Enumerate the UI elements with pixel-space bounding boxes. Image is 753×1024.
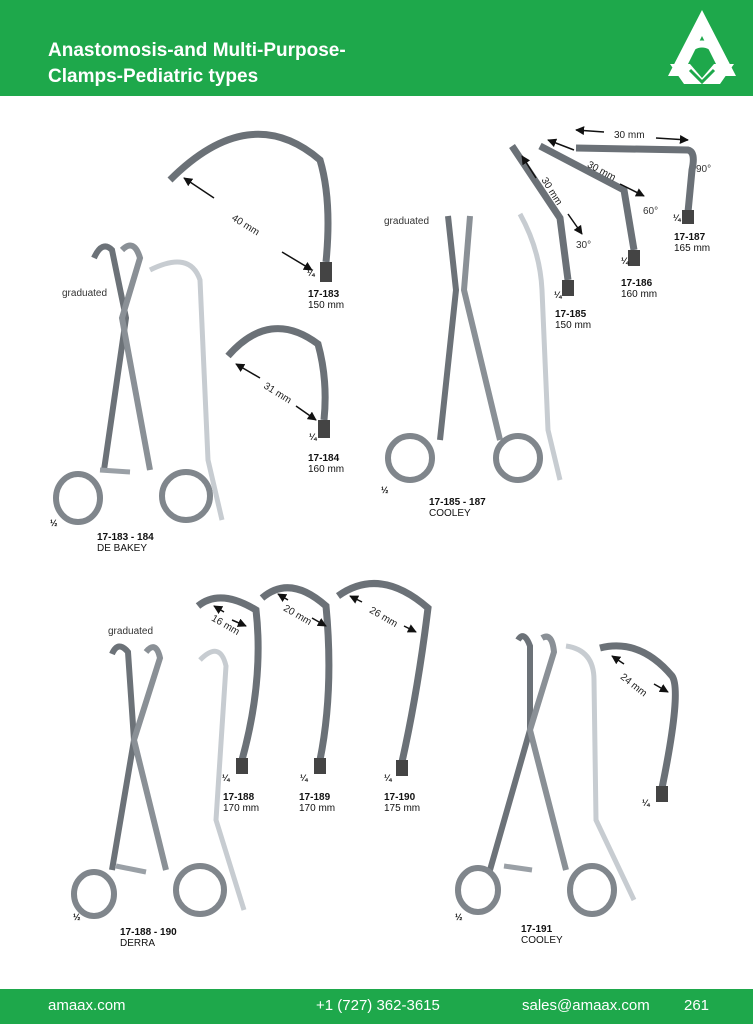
tip-17-186: ¼ (621, 256, 629, 266)
derra-scale: ½ (73, 912, 81, 922)
tip-17-183: ¼ (307, 268, 315, 278)
code-17-190: 17-190 (384, 792, 416, 803)
tip-17-188: ¼ (222, 773, 230, 783)
length-17-185: 150 mm (555, 320, 592, 331)
amaax-logo-icon (668, 10, 736, 85)
title-line-2: Clamps-Pediatric types (48, 66, 259, 87)
cooley-name: COOLEY (429, 508, 471, 519)
length-17-187: 165 mm (674, 243, 711, 254)
footer-phone[interactable]: +1 (727) 362-3615 (316, 997, 440, 1014)
cooley-17-191-side-view (565, 643, 637, 902)
code-17-185: 17-185 (555, 309, 587, 320)
length-17-183: 150 mm (308, 300, 345, 311)
jaw-17-183-drawing (167, 130, 332, 282)
debakey-code: 17-183 - 184 (97, 532, 154, 543)
length-17-186: 160 mm (621, 289, 658, 300)
cooley-code: 17-185 - 187 (429, 497, 486, 508)
length-17-188: 170 mm (223, 803, 260, 814)
footer-website-link[interactable]: amaax.com (48, 997, 126, 1014)
cooley-graduated-label: graduated (384, 216, 430, 227)
tip-17-191: ¼ (642, 798, 650, 808)
code-17-189: 17-189 (299, 792, 331, 803)
derra-graduated-label: graduated (108, 626, 154, 637)
page-title: Anastomosis-and Multi-Purpose- Clamps-Pe… (48, 38, 346, 90)
tip-17-190: ¼ (384, 773, 392, 783)
page-number: 261 (684, 997, 710, 1014)
cooley-17-191-scale: ½ (455, 912, 463, 922)
code-17-188: 17-188 (223, 792, 255, 803)
length-17-189: 170 mm (299, 803, 336, 814)
length-17-190: 175 mm (384, 803, 421, 814)
derra-side-view (198, 648, 247, 911)
title-line-1: Anastomosis-and Multi-Purpose- (48, 40, 346, 61)
length-17-184: 160 mm (308, 464, 345, 475)
jaw-17-186-drawing (538, 142, 640, 266)
cooley-17-191-name: COOLEY (521, 935, 563, 946)
cooley-side-view (517, 212, 563, 481)
jaw-17-187-drawing (575, 144, 697, 224)
code-17-187: 17-187 (674, 232, 706, 243)
angle-17-186: 60° (643, 206, 659, 217)
derra-clamp-drawing (71, 643, 227, 919)
jaw-17-190-drawing (335, 580, 432, 776)
derra-name: DERRA (120, 938, 156, 949)
code-17-184: 17-184 (308, 453, 340, 464)
cooley-clamp-drawing (385, 215, 543, 483)
cooley-17-191-clamp-drawing (455, 633, 617, 917)
jaw-17-184-drawing (225, 325, 330, 438)
jaw-17-185-drawing (509, 144, 574, 296)
jaw-17-189-drawing (259, 584, 333, 774)
debakey-clamp-drawing (53, 242, 213, 525)
jaw-17-187-dimension: 30 mm (614, 130, 645, 141)
code-17-183: 17-183 (308, 289, 340, 300)
debakey-side-view (148, 259, 225, 521)
cooley-17-191-code: 17-191 (521, 924, 553, 935)
tip-17-189: ¼ (300, 773, 308, 783)
jaw-17-191-drawing (599, 642, 679, 802)
angle-17-187: 90° (696, 164, 712, 175)
jaw-17-188-drawing (195, 594, 262, 774)
debakey-scale: ½ (50, 518, 58, 528)
angle-17-185: 30° (576, 240, 592, 251)
header-bar: Anastomosis-and Multi-Purpose- Clamps-Pe… (0, 0, 753, 96)
debakey-graduated-label: graduated (62, 288, 108, 299)
code-17-186: 17-186 (621, 278, 653, 289)
tip-17-187: ¼ (673, 213, 681, 223)
cooley-scale: ½ (381, 485, 389, 495)
tip-17-185: ¼ (554, 290, 562, 300)
footer-bar: amaax.com +1 (727) 362-3615 sales@amaax.… (0, 989, 753, 1024)
tip-17-184: ¼ (309, 432, 317, 442)
footer-email-link[interactable]: sales@amaax.com (522, 997, 650, 1014)
debakey-name: DE BAKEY (97, 543, 148, 554)
derra-code: 17-188 - 190 (120, 927, 177, 938)
